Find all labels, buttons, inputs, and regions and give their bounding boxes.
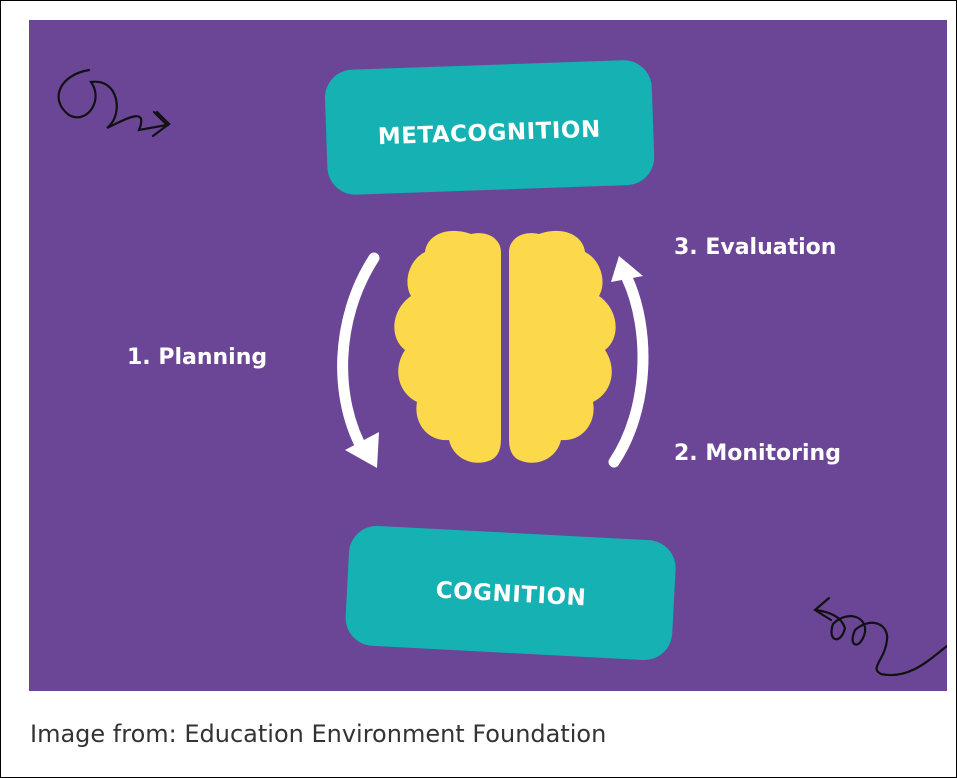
- cognition-box: COGNITION: [345, 525, 676, 661]
- metacognition-box: METACOGNITION: [324, 60, 655, 195]
- brain-icon: [394, 230, 616, 463]
- scribble-top-left-icon: [57, 68, 170, 132]
- scribble-bottom-right-icon: [813, 596, 947, 677]
- image-caption: Image from: Education Environment Founda…: [30, 720, 607, 748]
- planning-label: 1. Planning: [127, 345, 267, 370]
- planning-arrow-icon: [337, 252, 380, 468]
- diagram-canvas: METACOGNITION COGNITION: [29, 20, 947, 691]
- monitoring-label: 2. Monitoring: [674, 441, 841, 466]
- metacognition-diagram: METACOGNITION COGNITION: [29, 20, 947, 691]
- scribble-arrowhead-icon: [151, 110, 171, 138]
- evaluation-label: 3. Evaluation: [674, 235, 836, 260]
- evaluation-arrow-icon: [608, 256, 649, 468]
